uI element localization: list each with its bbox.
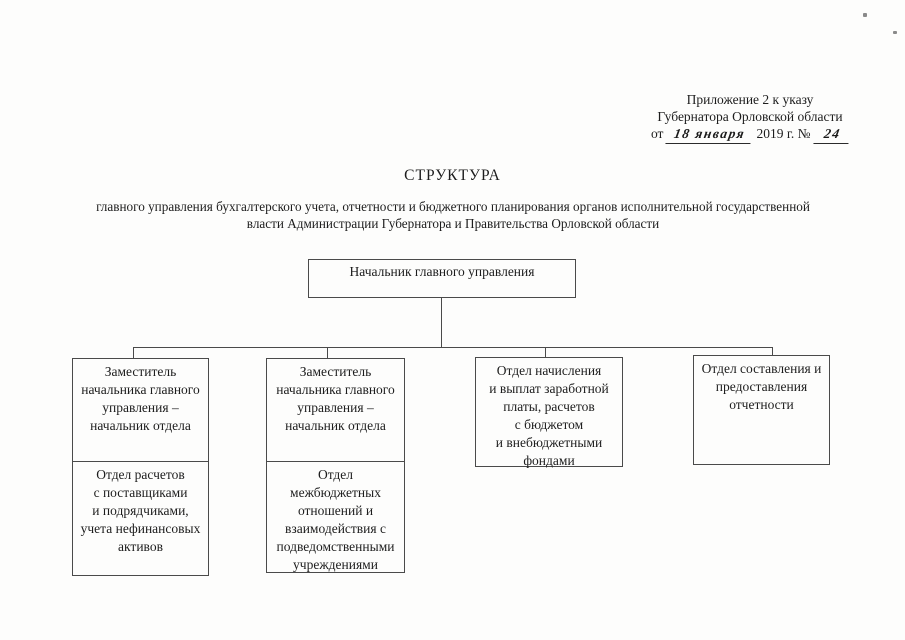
requisite-line-governor: Губернатора Орловской области <box>657 108 843 124</box>
requisite-line-date: от 18 января 2019 г. № 24 <box>615 126 885 144</box>
scan-speck <box>863 13 867 17</box>
document-requisites: Приложение 2 к указу Губернатора Орловск… <box>615 92 885 144</box>
date-prefix: от <box>650 126 664 141</box>
handwritten-decree-number: 24 <box>812 126 851 144</box>
org-box-payroll-dept: Отдел начисления и выплат заработной пла… <box>475 357 623 468</box>
scan-speck <box>893 31 897 34</box>
date-suffix: 2019 г. № <box>756 126 811 141</box>
org-box-deputy-head-1: Заместитель начальника главного управлен… <box>72 358 209 462</box>
page-title: СТРУКТУРА <box>404 167 501 184</box>
org-box-settlements-dept: Отдел расчетов с поставщиками и подрядчи… <box>72 461 209 576</box>
connector-horizontal-bus <box>133 347 773 348</box>
connector-root-vertical <box>441 297 442 348</box>
handwritten-date: 18 января <box>665 126 755 144</box>
connector-drop-column-4 <box>772 347 773 356</box>
requisite-line-appendix: Приложение 2 к указу <box>686 92 814 107</box>
org-box-deputy-head-2: Заместитель начальника главного управлен… <box>266 358 405 462</box>
org-box-interbudget-dept: Отдел межбюджетных отношений и взаимодей… <box>266 461 405 573</box>
page-subtitle: главного управления бухгалтерского учета… <box>96 199 810 231</box>
connector-drop-column-1 <box>133 347 134 359</box>
org-box-reporting-dept: Отдел составления и предоставления отчет… <box>693 355 830 465</box>
connector-drop-column-3 <box>545 347 546 358</box>
connector-drop-column-2 <box>327 347 328 359</box>
org-box-head-of-department: Начальник главного управления <box>308 259 576 298</box>
